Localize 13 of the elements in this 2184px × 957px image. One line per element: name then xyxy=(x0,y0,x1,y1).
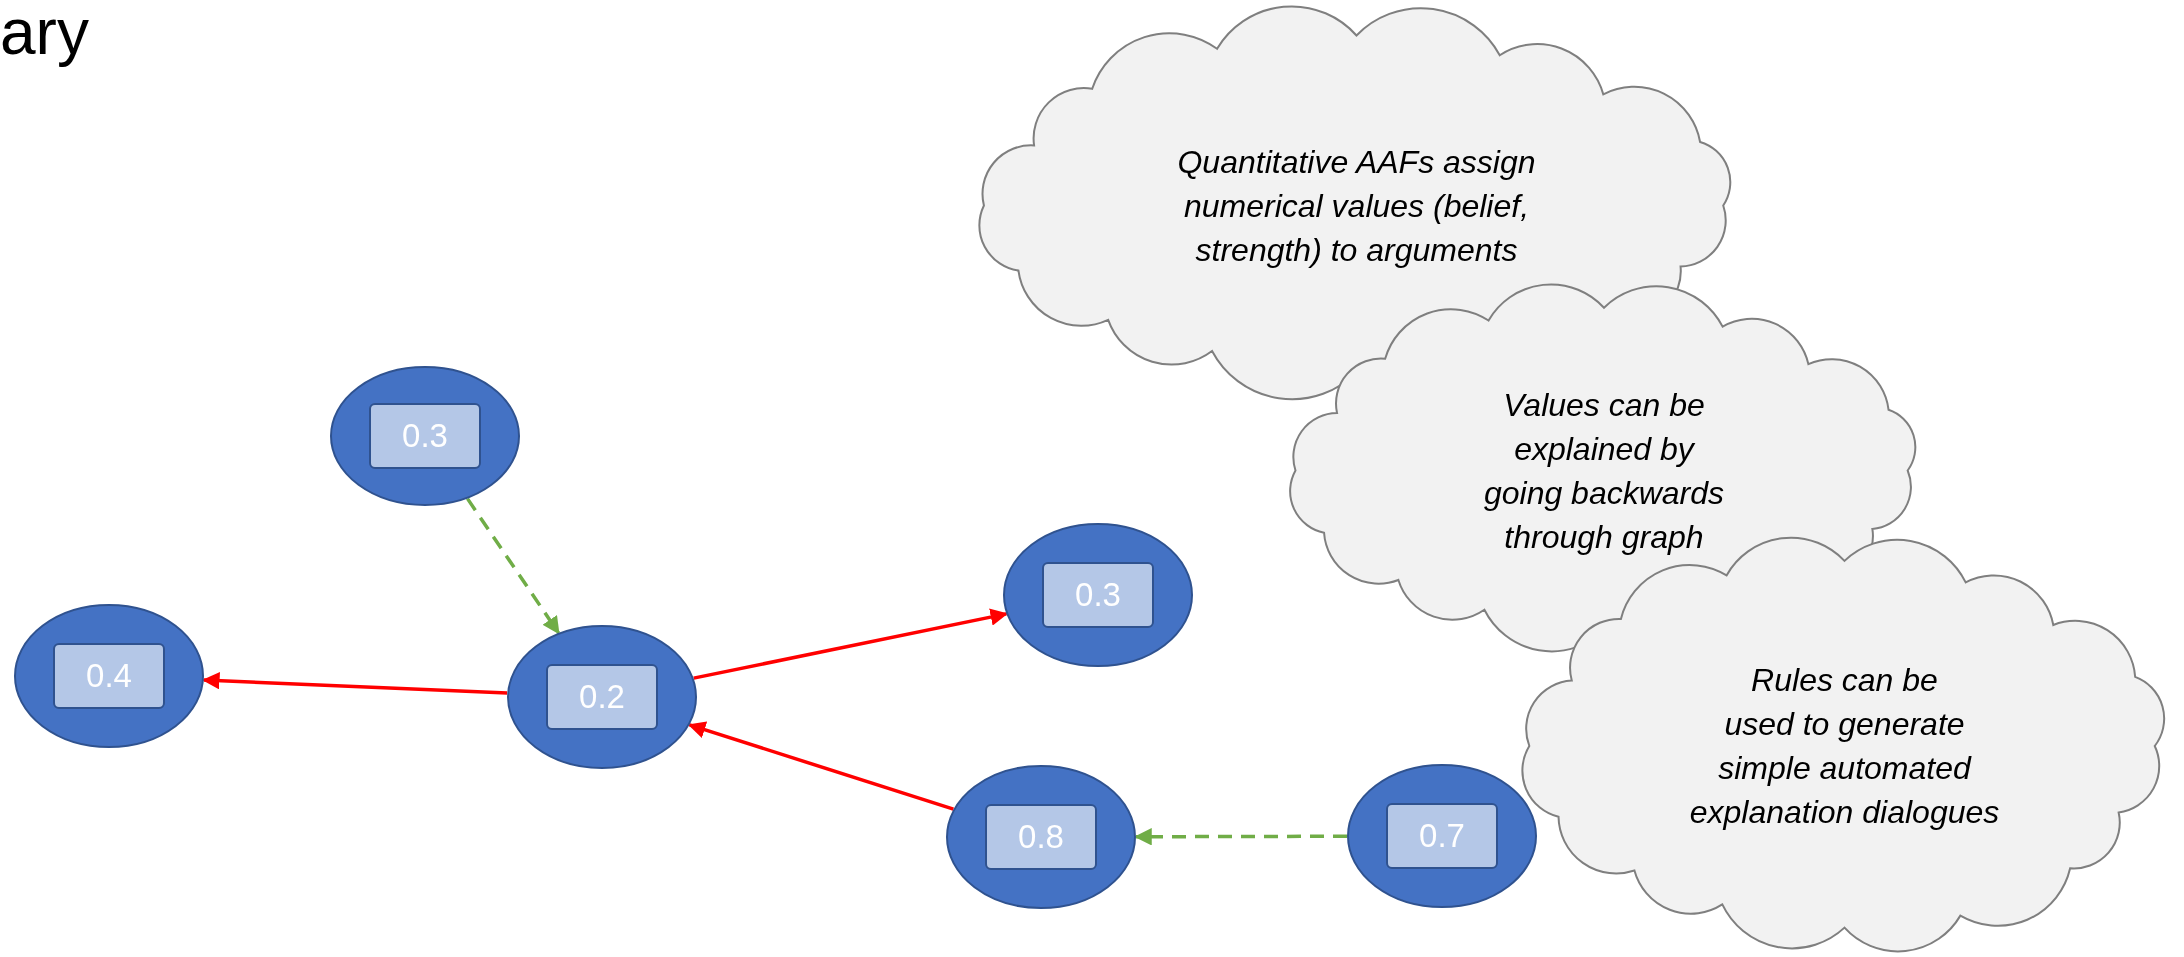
arrow xyxy=(687,721,954,811)
value-label: 0.2 xyxy=(546,664,658,730)
arrow xyxy=(466,497,560,635)
value-label: 0.3 xyxy=(1042,562,1154,628)
value-label: 0.8 xyxy=(985,804,1097,870)
value-label: 0.7 xyxy=(1386,803,1498,869)
cloud-text: Quantitative AAFs assign numerical values (belief, strength) to arguments xyxy=(1176,142,1537,270)
value-label: 0.4 xyxy=(53,643,165,709)
arrow xyxy=(693,608,1009,680)
cloud-text: Rules can be used to generate simple automated explanation dialogues xyxy=(1688,661,2001,832)
cloud-text: Values can be explained by going backwards through graph xyxy=(1482,385,1726,557)
value-label: 0.3 xyxy=(369,403,481,469)
arrow xyxy=(202,671,508,695)
